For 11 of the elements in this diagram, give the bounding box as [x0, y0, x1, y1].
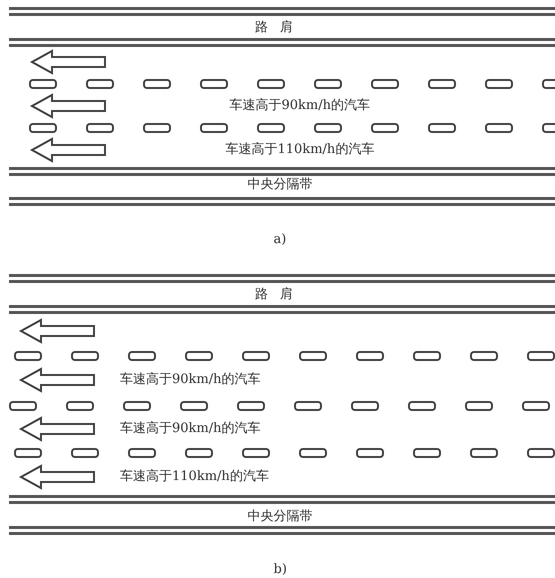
- lane-label: 车速高于90km/h的汽车: [120, 421, 260, 437]
- lane-label: 车速高于90km/h的汽车: [230, 98, 370, 114]
- median-label: 中央分隔带: [248, 509, 312, 525]
- figure-caption: a): [274, 232, 286, 248]
- shoulder-label: 路肩: [255, 20, 305, 36]
- lane-label: 车速高于90km/h的汽车: [120, 372, 260, 388]
- shoulder-label: 路肩: [255, 287, 305, 303]
- median-label: 中央分隔带: [248, 177, 312, 193]
- figure-caption: b): [274, 562, 287, 578]
- lane-label: 车速高于110km/h的汽车: [226, 142, 374, 158]
- lane-label: 车速高于110km/h的汽车: [120, 469, 269, 485]
